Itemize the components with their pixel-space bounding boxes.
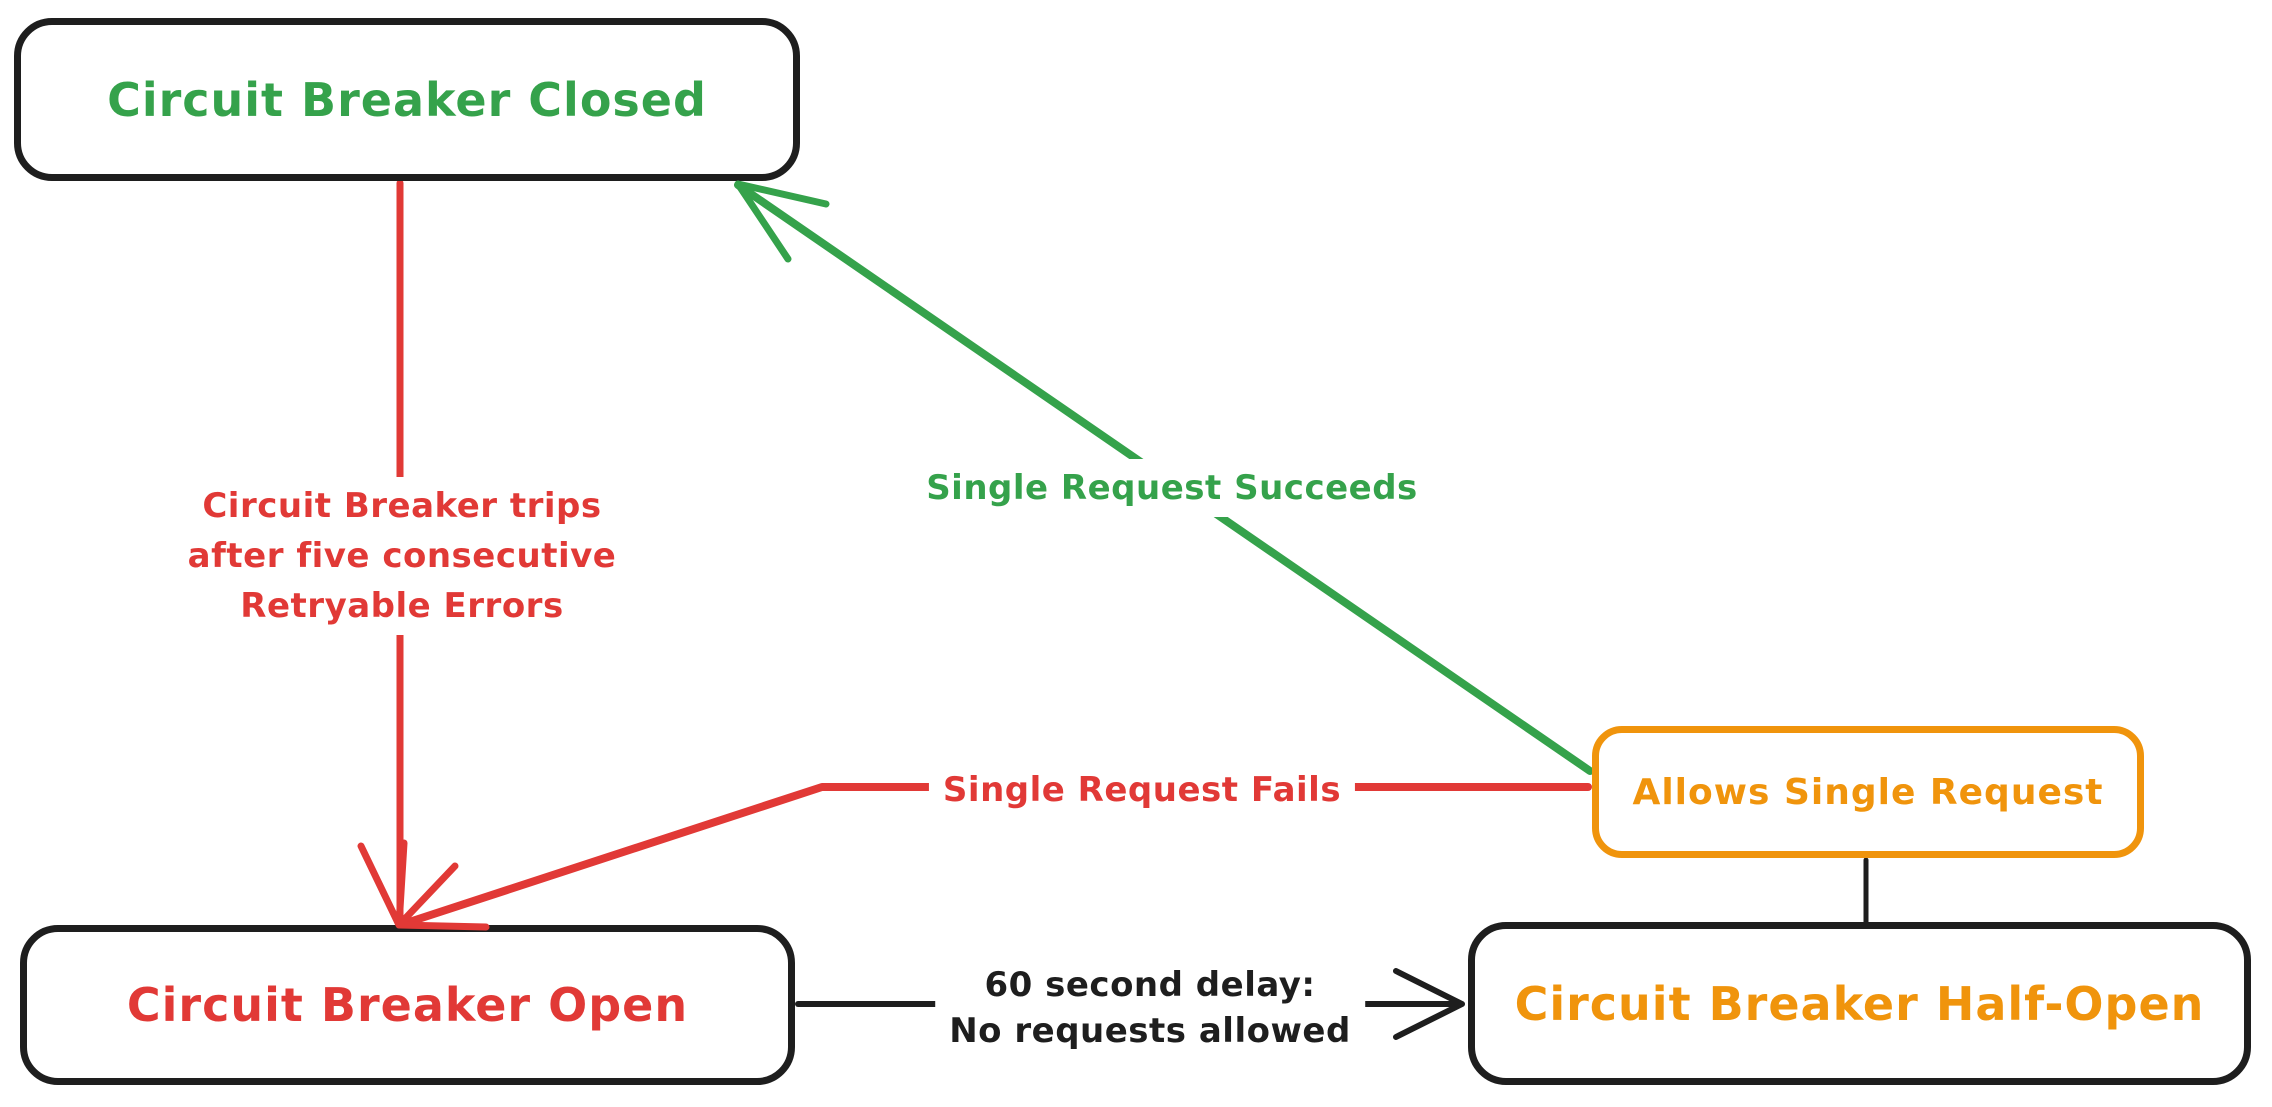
trips-edge-label: Circuit Breaker trips after five consecu… bbox=[173, 477, 631, 635]
allows-single-request-label: Allows Single Request bbox=[1632, 771, 2104, 813]
fails-edge-label: Single Request Fails bbox=[928, 761, 1356, 819]
trips-edge-label-line2: after five consecutive bbox=[187, 536, 617, 576]
allows-single-request-box: Allows Single Request bbox=[1592, 726, 2144, 858]
delay-edge-label: 60 second delay: No requests allowed bbox=[935, 958, 1365, 1058]
state-half-open-label: Circuit Breaker Half-Open bbox=[1514, 976, 2205, 1031]
succeeds-edge-label-text: Single Request Succeeds bbox=[926, 468, 1418, 508]
state-closed-label: Circuit Breaker Closed bbox=[107, 72, 707, 127]
state-open-box: Circuit Breaker Open bbox=[20, 925, 795, 1085]
state-closed-box: Circuit Breaker Closed bbox=[14, 18, 800, 181]
succeeds-edge-label: Single Request Succeeds bbox=[912, 459, 1432, 517]
delay-edge-label-line2: No requests allowed bbox=[949, 1011, 1351, 1051]
delay-edge-label-line1: 60 second delay: bbox=[984, 965, 1316, 1005]
delay-arrowhead bbox=[1393, 968, 1465, 1040]
succeeds-arrowhead bbox=[734, 180, 830, 263]
state-half-open-box: Circuit Breaker Half-Open bbox=[1468, 922, 2251, 1085]
trips-and-fails-arrowhead bbox=[357, 839, 490, 931]
state-open-label: Circuit Breaker Open bbox=[126, 978, 689, 1032]
trips-edge-label-line3: Retryable Errors bbox=[240, 586, 564, 626]
fails-edge-label-text: Single Request Fails bbox=[942, 770, 1342, 810]
trips-edge-label-line1: Circuit Breaker trips bbox=[202, 486, 602, 526]
